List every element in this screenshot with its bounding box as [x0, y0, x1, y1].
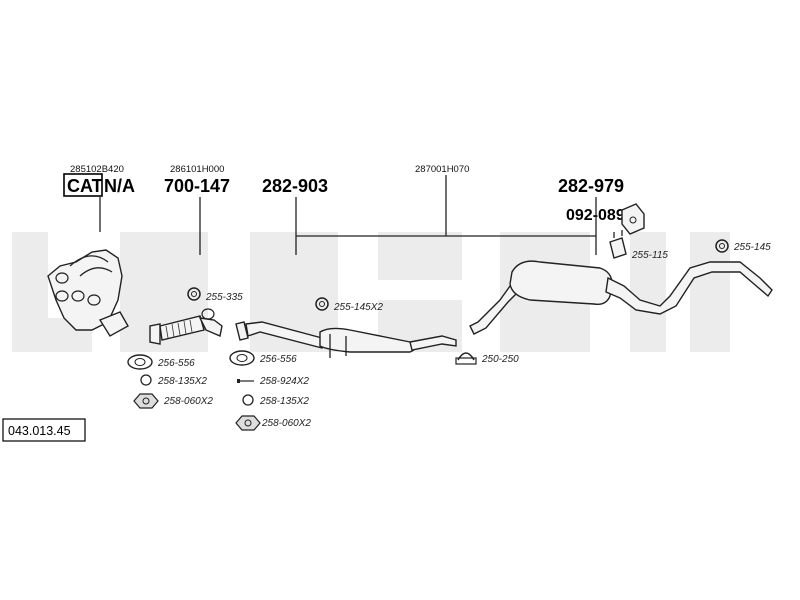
exhaust-manifold[interactable]	[47, 249, 129, 337]
cat-label[interactable]: CAT	[67, 176, 103, 196]
hardware-label[interactable]: 256-556	[259, 354, 297, 365]
front-pipe[interactable]	[149, 308, 223, 345]
hardware-label[interactable]: 255-145	[733, 242, 771, 253]
oe-number-system: 287001H070	[415, 164, 469, 175]
rubber-mount-icon[interactable]	[621, 203, 645, 235]
oe-number-manifold: 285102B420	[70, 164, 124, 175]
washer-icon	[242, 394, 254, 406]
rubber-ring-icon	[315, 297, 329, 311]
hanger-icon[interactable]	[609, 230, 627, 259]
part-rear-silencer[interactable]: 282-979	[558, 176, 624, 196]
washer-icon	[140, 374, 152, 386]
rubber-ring-icon	[187, 287, 201, 301]
leader-lines	[99, 175, 597, 255]
nut-icon	[133, 393, 159, 409]
rubber-ring-icon	[715, 239, 729, 253]
part-front-pipe[interactable]: 700-147	[164, 176, 230, 196]
nut-icon	[235, 415, 261, 431]
catalog-code: 043.013.45	[8, 424, 71, 438]
cat-box	[63, 173, 103, 197]
rear-silencer[interactable]	[469, 260, 773, 335]
hardware-label[interactable]: 258-924X2	[259, 376, 309, 387]
hardware-label[interactable]: 258-060X2	[261, 418, 311, 429]
middle-silencer[interactable]	[235, 321, 457, 358]
hardware-label[interactable]: 258-135X2	[157, 376, 207, 387]
hardware-label[interactable]: 258-060X2	[163, 396, 213, 407]
clamp-icon	[455, 352, 477, 365]
gasket-icon	[127, 354, 153, 370]
cat-value: N/A	[104, 176, 135, 196]
hardware-label[interactable]: 255-115	[631, 250, 668, 261]
gasket-icon	[229, 350, 255, 366]
oe-number-front-pipe: 286101H000	[170, 164, 224, 175]
hardware-label[interactable]: 256-556	[157, 358, 195, 369]
hardware-label[interactable]: 250-250	[481, 354, 519, 365]
part-middle-silencer[interactable]: 282-903	[262, 176, 328, 196]
catalog-code-box	[2, 418, 86, 442]
bolt-icon	[237, 379, 254, 383]
hardware-label[interactable]: 255-335	[205, 292, 243, 303]
hardware-label[interactable]: 255-145X2	[333, 302, 383, 313]
hardware-label[interactable]: 258-135X2	[259, 396, 309, 407]
